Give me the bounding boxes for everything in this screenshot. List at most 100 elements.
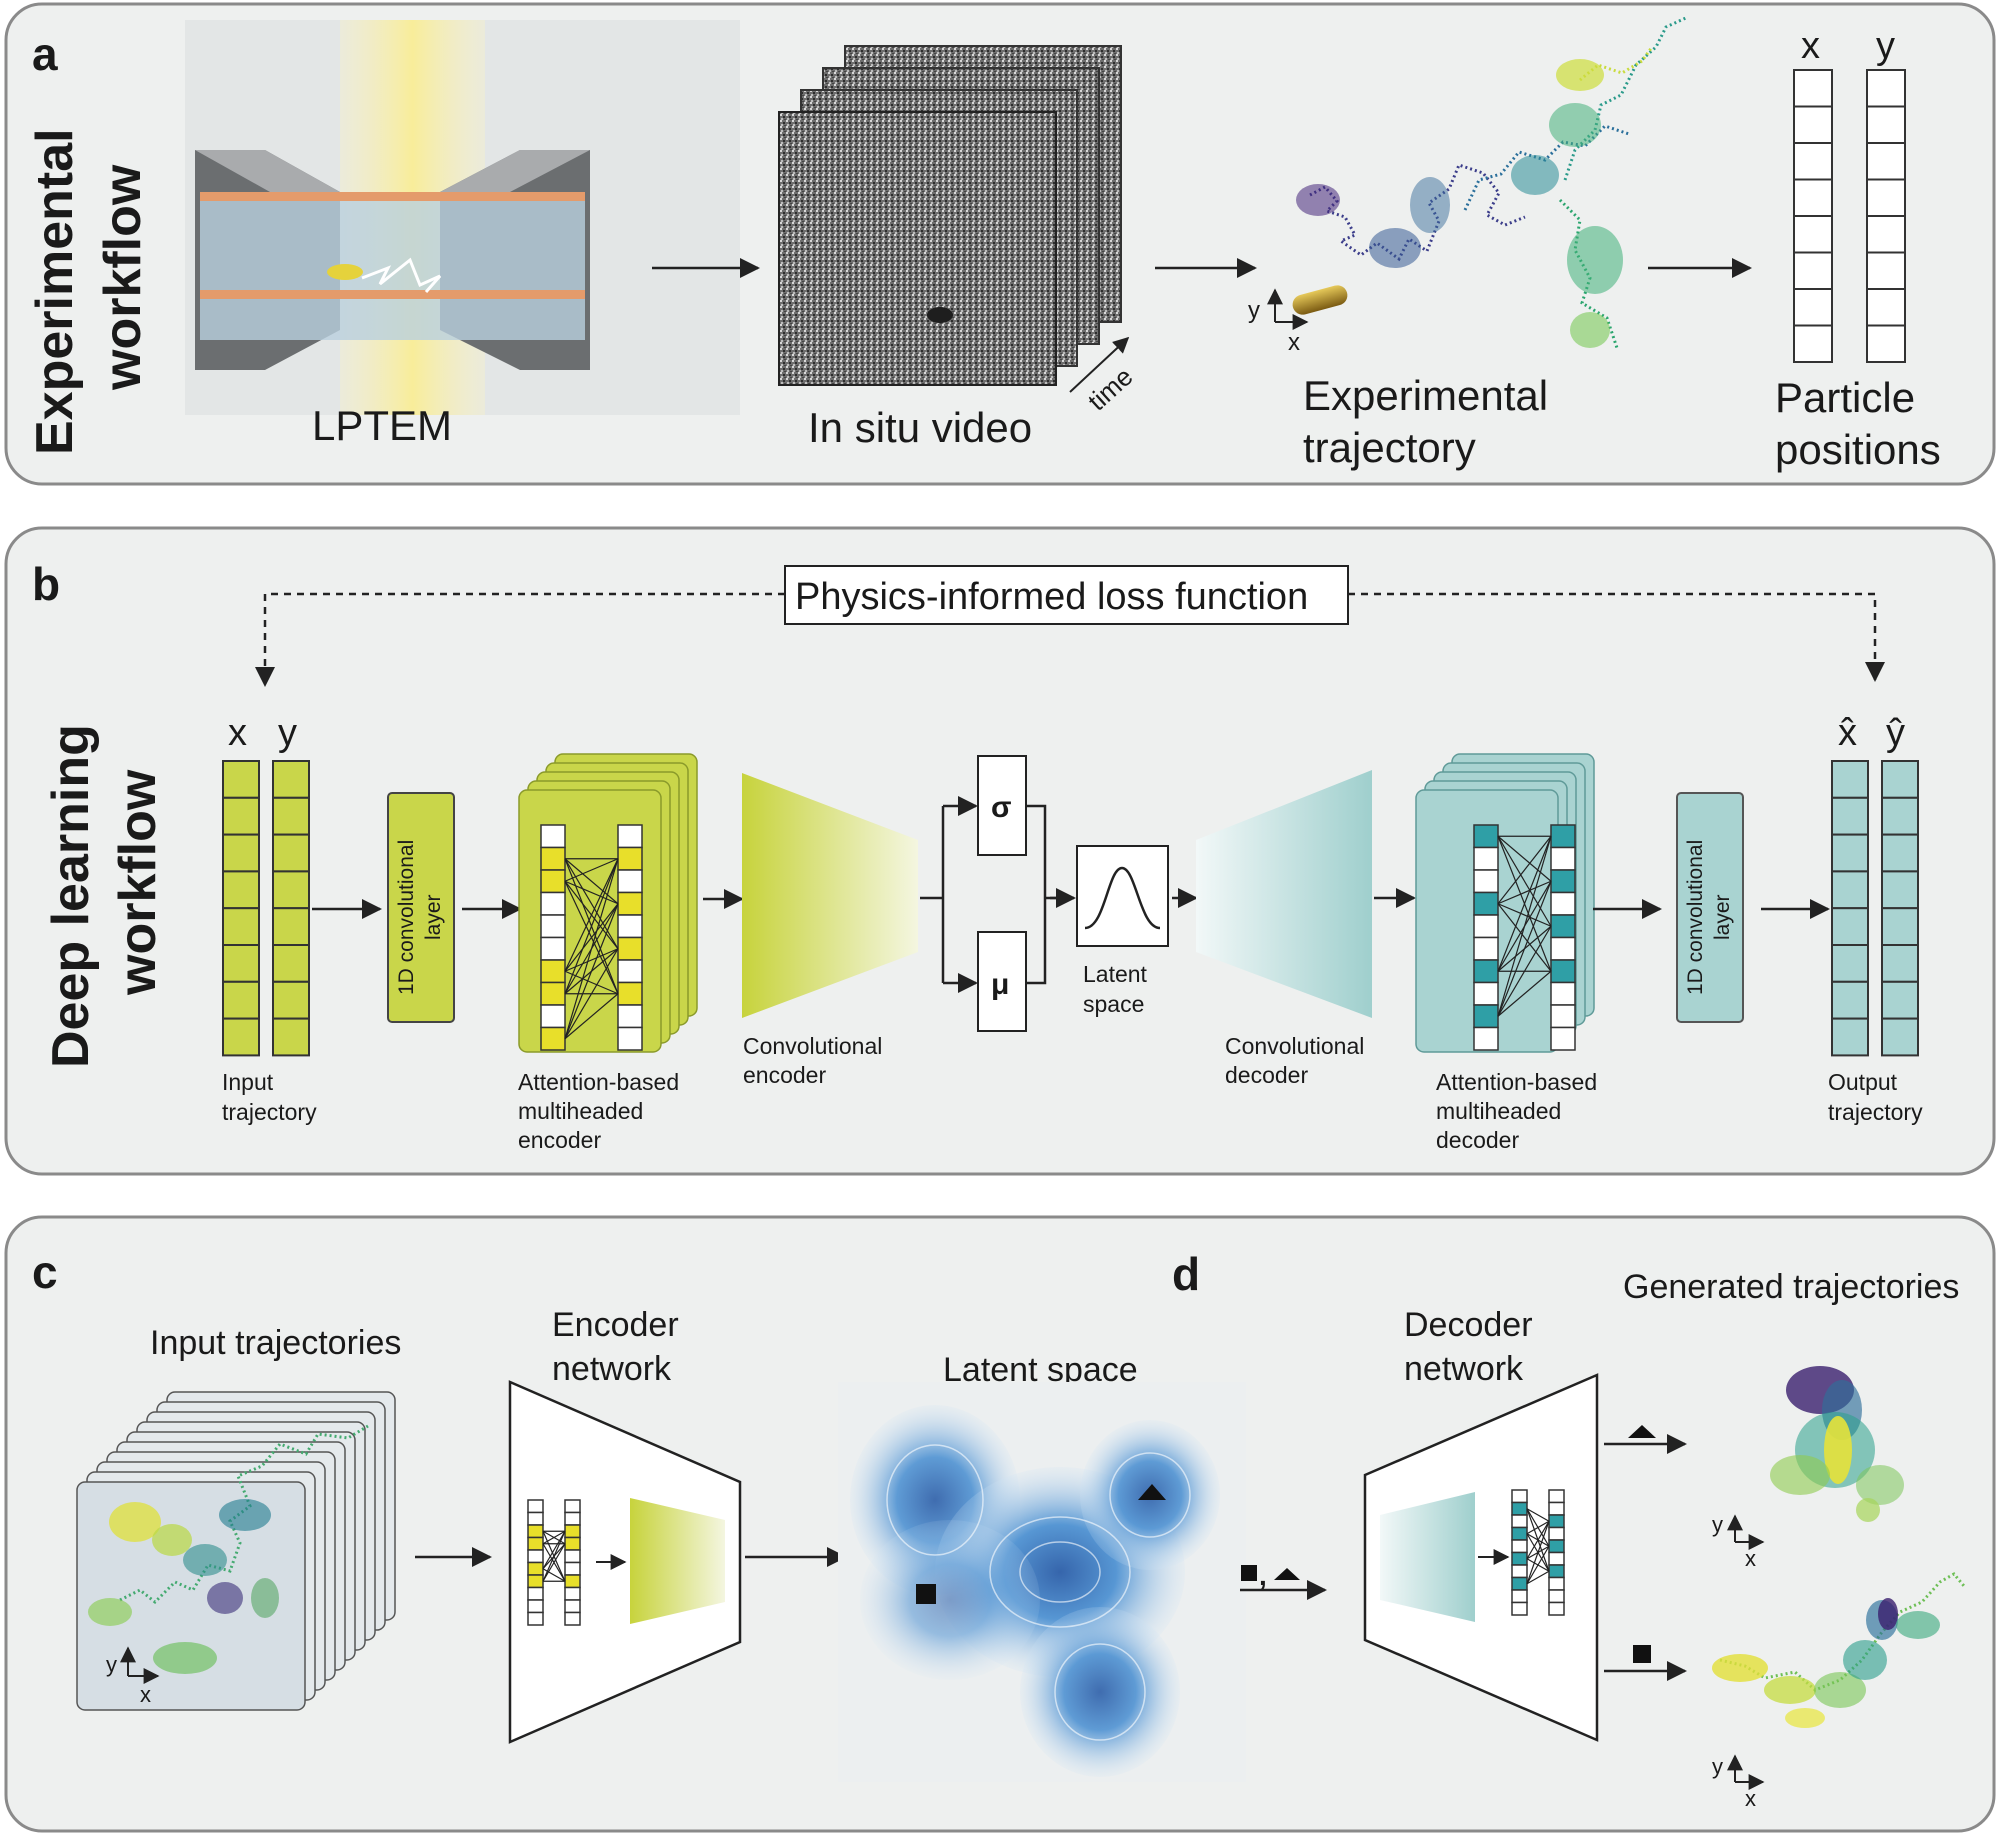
loss-box <box>784 565 1349 625</box>
attn-enc-line1: Attention-based <box>518 1069 679 1095</box>
decoder-network-line1: Decoder <box>1404 1306 1533 1344</box>
conv1d-dec-line1: 1D convolutional <box>1684 840 1707 995</box>
mini-dec-attn-right-cell <box>1548 1551 1565 1566</box>
conv1d-enc-line1: 1D convolutional <box>395 840 418 995</box>
mini-dec-attn-right-cell <box>1548 1576 1565 1591</box>
lptem-label: LPTEM <box>312 402 452 449</box>
input-traj-line1: Input <box>222 1069 274 1095</box>
mini-dec-attn-right-cell <box>1548 1514 1565 1529</box>
trajectory-label-line2: trajectory <box>1303 424 1476 471</box>
panel-cd: c d Input trajectories y x Encoder netwo… <box>4 1215 1996 1833</box>
loss-path-right <box>1348 592 1885 682</box>
encoder-mini-attention <box>527 1499 581 1626</box>
decoder-attn-left-cell <box>1473 981 1499 1006</box>
stack-axes: y x <box>106 1646 160 1707</box>
decoder-attn-link <box>1497 835 1552 882</box>
decoder-attn-right-cell <box>1550 936 1576 961</box>
decoder-attn-left-cell <box>1473 1004 1499 1029</box>
output-x-cell <box>1831 980 1869 1020</box>
mini-dec-attn-left-cell <box>1511 1601 1528 1616</box>
conv1d-enc-line2: layer <box>422 894 445 940</box>
mini-enc-attn-right-cell <box>564 1499 581 1514</box>
output-y-cell <box>1881 1017 1919 1057</box>
mini-enc-attn-link <box>542 1568 566 1582</box>
mini-enc-attn-link <box>542 1531 566 1582</box>
conv-dec-line1: Convolutional <box>1225 1033 1364 1059</box>
attn-enc-line2: multiheaded <box>518 1098 643 1124</box>
encoder-attn-left-cell <box>540 846 566 871</box>
conv-enc-line1: Convolutional <box>743 1033 882 1059</box>
output-traj-line2: trajectory <box>1828 1099 1923 1125</box>
input-y-cell <box>272 980 310 1020</box>
decoder-attn-left-cell <box>1473 846 1499 871</box>
latent-line2: space <box>1083 991 1144 1017</box>
encoder-attn-left-cell <box>540 891 566 916</box>
decoder-attn-link <box>1497 835 1552 927</box>
mini-enc-attn-left-cell <box>527 1549 544 1564</box>
encoder-attn-right-cell <box>617 891 643 916</box>
square-marker-sample <box>1241 1565 1257 1581</box>
axis-y-gen2: y <box>1712 1754 1723 1779</box>
attn-dec-line2: multiheaded <box>1436 1098 1561 1124</box>
mini-enc-attn-left-cell <box>527 1499 544 1514</box>
input-col-y: y <box>278 712 297 754</box>
output-y-cell <box>1881 944 1919 983</box>
decoder-attn-right-cell <box>1550 1026 1576 1051</box>
panel-b-title-line2: workflow <box>109 769 167 996</box>
output-y-cell <box>1881 760 1919 799</box>
encoder-attn-left-cell <box>540 914 566 939</box>
decoder-attn-right-cell <box>1550 846 1576 871</box>
position-x-cell <box>1793 251 1833 290</box>
output-x-cell <box>1831 944 1869 983</box>
output-y-cell <box>1881 870 1919 910</box>
position-y-cell <box>1866 142 1906 181</box>
panel-d-letter: d <box>1172 1248 1200 1300</box>
gen2-axes: y x <box>1712 1754 1765 1811</box>
decoder-attn-right-cell <box>1550 1004 1576 1029</box>
decoder-attn-left-cell <box>1473 891 1499 916</box>
mini-enc-attn-left-cell <box>527 1574 544 1589</box>
input-x-cell <box>222 1017 260 1057</box>
panel-b-title-line1: Deep learning <box>42 724 100 1068</box>
decoder-attn-left-cell <box>1473 959 1499 984</box>
square-marker-latent <box>916 1584 936 1604</box>
position-x-cell <box>1793 142 1833 181</box>
loss-path-left <box>255 592 785 687</box>
decoder-attn-left-cell <box>1473 1026 1499 1051</box>
decoder-attn-link <box>1497 880 1552 905</box>
input-traj-line2: trajectory <box>222 1099 317 1125</box>
input-x-cell <box>222 870 260 910</box>
encoder-attn-left-cell <box>540 1026 566 1051</box>
encoder-network-line2: network <box>552 1350 672 1388</box>
mini-dec-attn-right-cell <box>1548 1526 1565 1541</box>
panel-a-letter: a <box>32 28 58 80</box>
output-col-y: ŷ <box>1886 712 1905 754</box>
input-trajectories-label: Input trajectories <box>150 1324 401 1362</box>
positions-col-y: y <box>1876 25 1895 67</box>
square-marker-gen2 <box>1633 1645 1651 1663</box>
decoder-mini-attention <box>1511 1489 1565 1616</box>
output-col-x: x̂ <box>1838 712 1857 754</box>
encoder-attn-link <box>564 858 619 950</box>
mini-dec-attn-link <box>1526 1545 1550 1585</box>
mini-enc-attn-right-cell <box>564 1599 581 1614</box>
mini-dec-attn-right-cell <box>1548 1589 1565 1604</box>
axis-y-c: y <box>106 1652 117 1677</box>
decoder-attn-link <box>1497 836 1552 972</box>
encoder-attn-left-cell <box>540 936 566 961</box>
conv-enc-line2: encoder <box>743 1062 826 1088</box>
mini-dec-attn-left-cell <box>1511 1514 1528 1529</box>
output-x-cell <box>1831 1017 1869 1057</box>
decoder-attn-link <box>1497 903 1552 972</box>
position-x-cell <box>1793 324 1833 363</box>
lptem-illustration <box>185 20 740 415</box>
decoder-attn-left-cell <box>1473 936 1499 961</box>
mini-enc-attn-right-cell <box>564 1524 581 1539</box>
input-y-cell <box>272 796 310 836</box>
mini-dec-attn-left-cell <box>1511 1489 1528 1504</box>
decoder-network-line2: network <box>1404 1350 1524 1388</box>
decoder-attn-link <box>1497 925 1552 1017</box>
axis-y-a: y <box>1248 297 1260 324</box>
mini-dec-attn-link <box>1526 1520 1550 1535</box>
encoder-attn-right-cell <box>617 1004 643 1029</box>
